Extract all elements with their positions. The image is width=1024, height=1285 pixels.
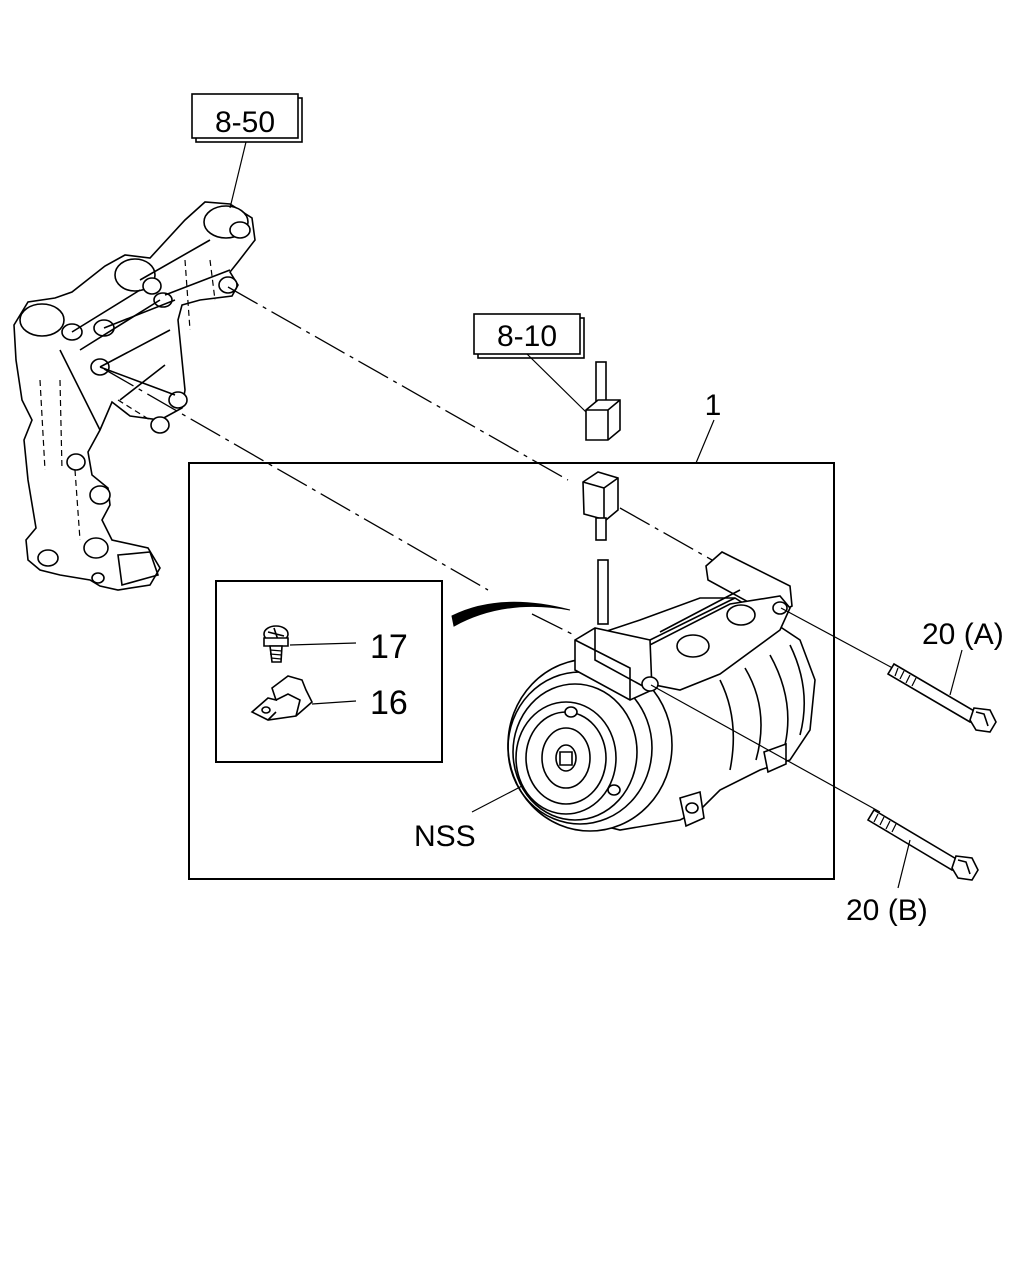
ref-label-8-50: 8-50 bbox=[215, 106, 275, 139]
reference-arrow-swoosh bbox=[451, 601, 571, 627]
axis-line-bolt-b bbox=[650, 684, 881, 813]
ref-box-8-10: 8-10 bbox=[473, 313, 585, 359]
bolt-a bbox=[886, 662, 997, 733]
axis-line-bolt-a bbox=[780, 607, 901, 673]
ref-box-8-50: 8-50 bbox=[191, 93, 303, 143]
callout-nss: NSS bbox=[414, 820, 476, 853]
callout-17: 17 bbox=[370, 628, 408, 666]
harness-connector bbox=[585, 361, 621, 441]
leader-20b bbox=[897, 839, 911, 889]
leader-20a bbox=[949, 649, 963, 696]
clip-part bbox=[250, 675, 313, 721]
screw-part bbox=[263, 625, 289, 663]
leader-8-50 bbox=[229, 141, 247, 209]
assembly-frame bbox=[188, 462, 835, 880]
ref-label-8-10: 8-10 bbox=[497, 320, 557, 353]
leader-16 bbox=[311, 700, 357, 705]
leader-8-10 bbox=[526, 353, 587, 413]
compressor-bracket bbox=[13, 201, 256, 591]
leader-1 bbox=[695, 419, 715, 464]
callout-20a: 20 (A) bbox=[922, 618, 1004, 651]
callout-1: 1 bbox=[705, 389, 722, 422]
leader-17 bbox=[289, 642, 357, 646]
mount-line-lower-a bbox=[103, 368, 489, 591]
leader-nss bbox=[471, 785, 523, 813]
mount-line-lower-b bbox=[531, 613, 573, 635]
mount-line-upper-a bbox=[227, 286, 569, 481]
small-parts-frame bbox=[215, 580, 443, 763]
bolt-b bbox=[866, 808, 979, 881]
mount-line-upper-b bbox=[619, 507, 713, 561]
ac-compressor bbox=[507, 471, 816, 832]
callout-16: 16 bbox=[370, 684, 408, 722]
callout-20b: 20 (B) bbox=[846, 894, 928, 927]
